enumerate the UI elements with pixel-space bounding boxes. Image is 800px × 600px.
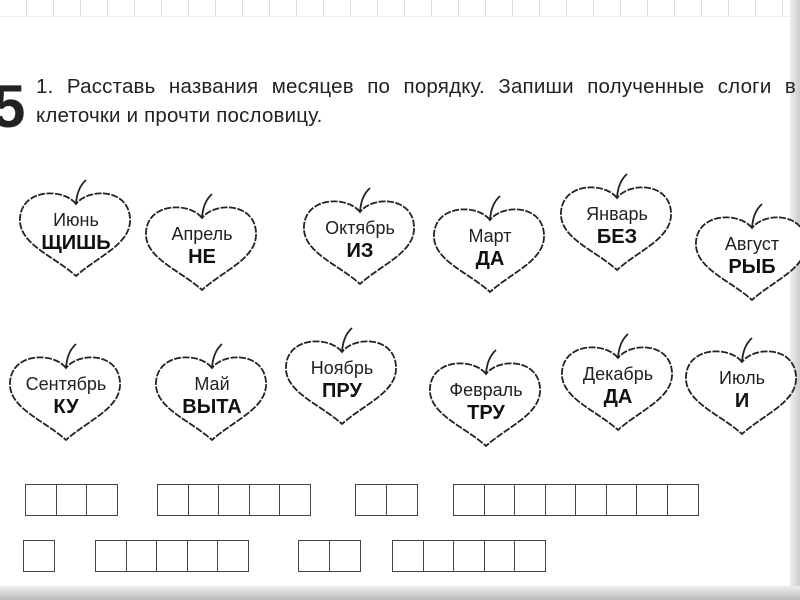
leaf-month: Ноябрь (310, 358, 374, 378)
answer-cell[interactable] (544, 484, 577, 516)
answer-cell[interactable] (385, 484, 418, 516)
leaf-syllable: ВЫТА (182, 396, 242, 418)
answer-cell[interactable] (25, 484, 57, 516)
leaf-month: Август (724, 234, 780, 254)
answer-cell[interactable] (217, 540, 249, 572)
page-edge (790, 0, 800, 600)
answer-cell[interactable] (218, 484, 250, 516)
answer-cell[interactable] (666, 484, 699, 516)
answer-word-cells (453, 484, 699, 516)
leaf-syllable: ИЗ (346, 240, 374, 262)
answer-cell[interactable] (298, 540, 330, 572)
answer-cell[interactable] (95, 540, 127, 572)
answer-word-cells (95, 540, 249, 572)
answer-cell[interactable] (125, 540, 158, 572)
leaf-syllable: ТРУ (467, 402, 505, 424)
task-number: 5 (0, 73, 26, 140)
answer-cell[interactable] (186, 540, 219, 572)
answer-word-cells (25, 484, 118, 516)
leaf-month: Сентябрь (25, 374, 107, 394)
leaf-month: Март (468, 226, 512, 246)
answer-word-cells (355, 484, 418, 516)
answer-cell[interactable] (157, 484, 189, 516)
leaf-syllable: РЫБ (728, 256, 776, 278)
answer-cell[interactable] (636, 484, 668, 516)
answer-word-cells (157, 484, 311, 516)
answer-cell[interactable] (355, 484, 387, 516)
answer-word-cells (298, 540, 361, 572)
answer-cell[interactable] (156, 540, 188, 572)
leaf-syllable: ДА (603, 386, 633, 408)
answer-cell[interactable] (422, 540, 455, 572)
leaf-syllable: И (734, 390, 750, 412)
task-text: 1. Расставь названия месяцев по порядку.… (36, 75, 796, 127)
answer-cell[interactable] (483, 484, 516, 516)
leaf-month: Июнь (53, 210, 99, 230)
leaf-syllable: НЕ (188, 246, 216, 268)
leaf-syllable: КУ (53, 396, 79, 418)
answer-cell[interactable] (605, 484, 638, 516)
answer-cell[interactable] (55, 484, 88, 516)
leaf-syllable: ДА (475, 248, 505, 270)
answer-word-cells (392, 540, 546, 572)
answer-cell[interactable] (575, 484, 607, 516)
leaf-month: Октябрь (325, 218, 395, 238)
answer-cell[interactable] (453, 540, 485, 572)
answer-word-cells (23, 540, 55, 572)
leaf-month: Апрель (171, 224, 233, 244)
answer-cell[interactable] (514, 540, 546, 572)
answer-cell[interactable] (279, 484, 311, 516)
answer-cell[interactable] (328, 540, 361, 572)
answer-cell[interactable] (514, 484, 546, 516)
leaf-month: Февраль (449, 380, 523, 400)
answer-cell[interactable] (187, 484, 220, 516)
answer-cell[interactable] (23, 540, 55, 572)
leaf-syllable: ПРУ (322, 380, 362, 402)
answer-cell[interactable] (86, 484, 118, 516)
leaf-syllable: БЕЗ (596, 226, 638, 248)
leaf-syllable: ЩИШЬ (41, 232, 111, 254)
answer-cell[interactable] (483, 540, 516, 572)
leaf-month: Январь (586, 204, 648, 224)
answer-cell[interactable] (453, 484, 485, 516)
page-top-grid (0, 0, 790, 17)
answer-cell[interactable] (392, 540, 424, 572)
page-bottom-edge (0, 586, 800, 600)
answer-cell[interactable] (248, 484, 281, 516)
leaf-month: Декабрь (582, 364, 654, 384)
leaf-month: Июль (719, 368, 765, 388)
leaf-month: Май (194, 374, 230, 394)
